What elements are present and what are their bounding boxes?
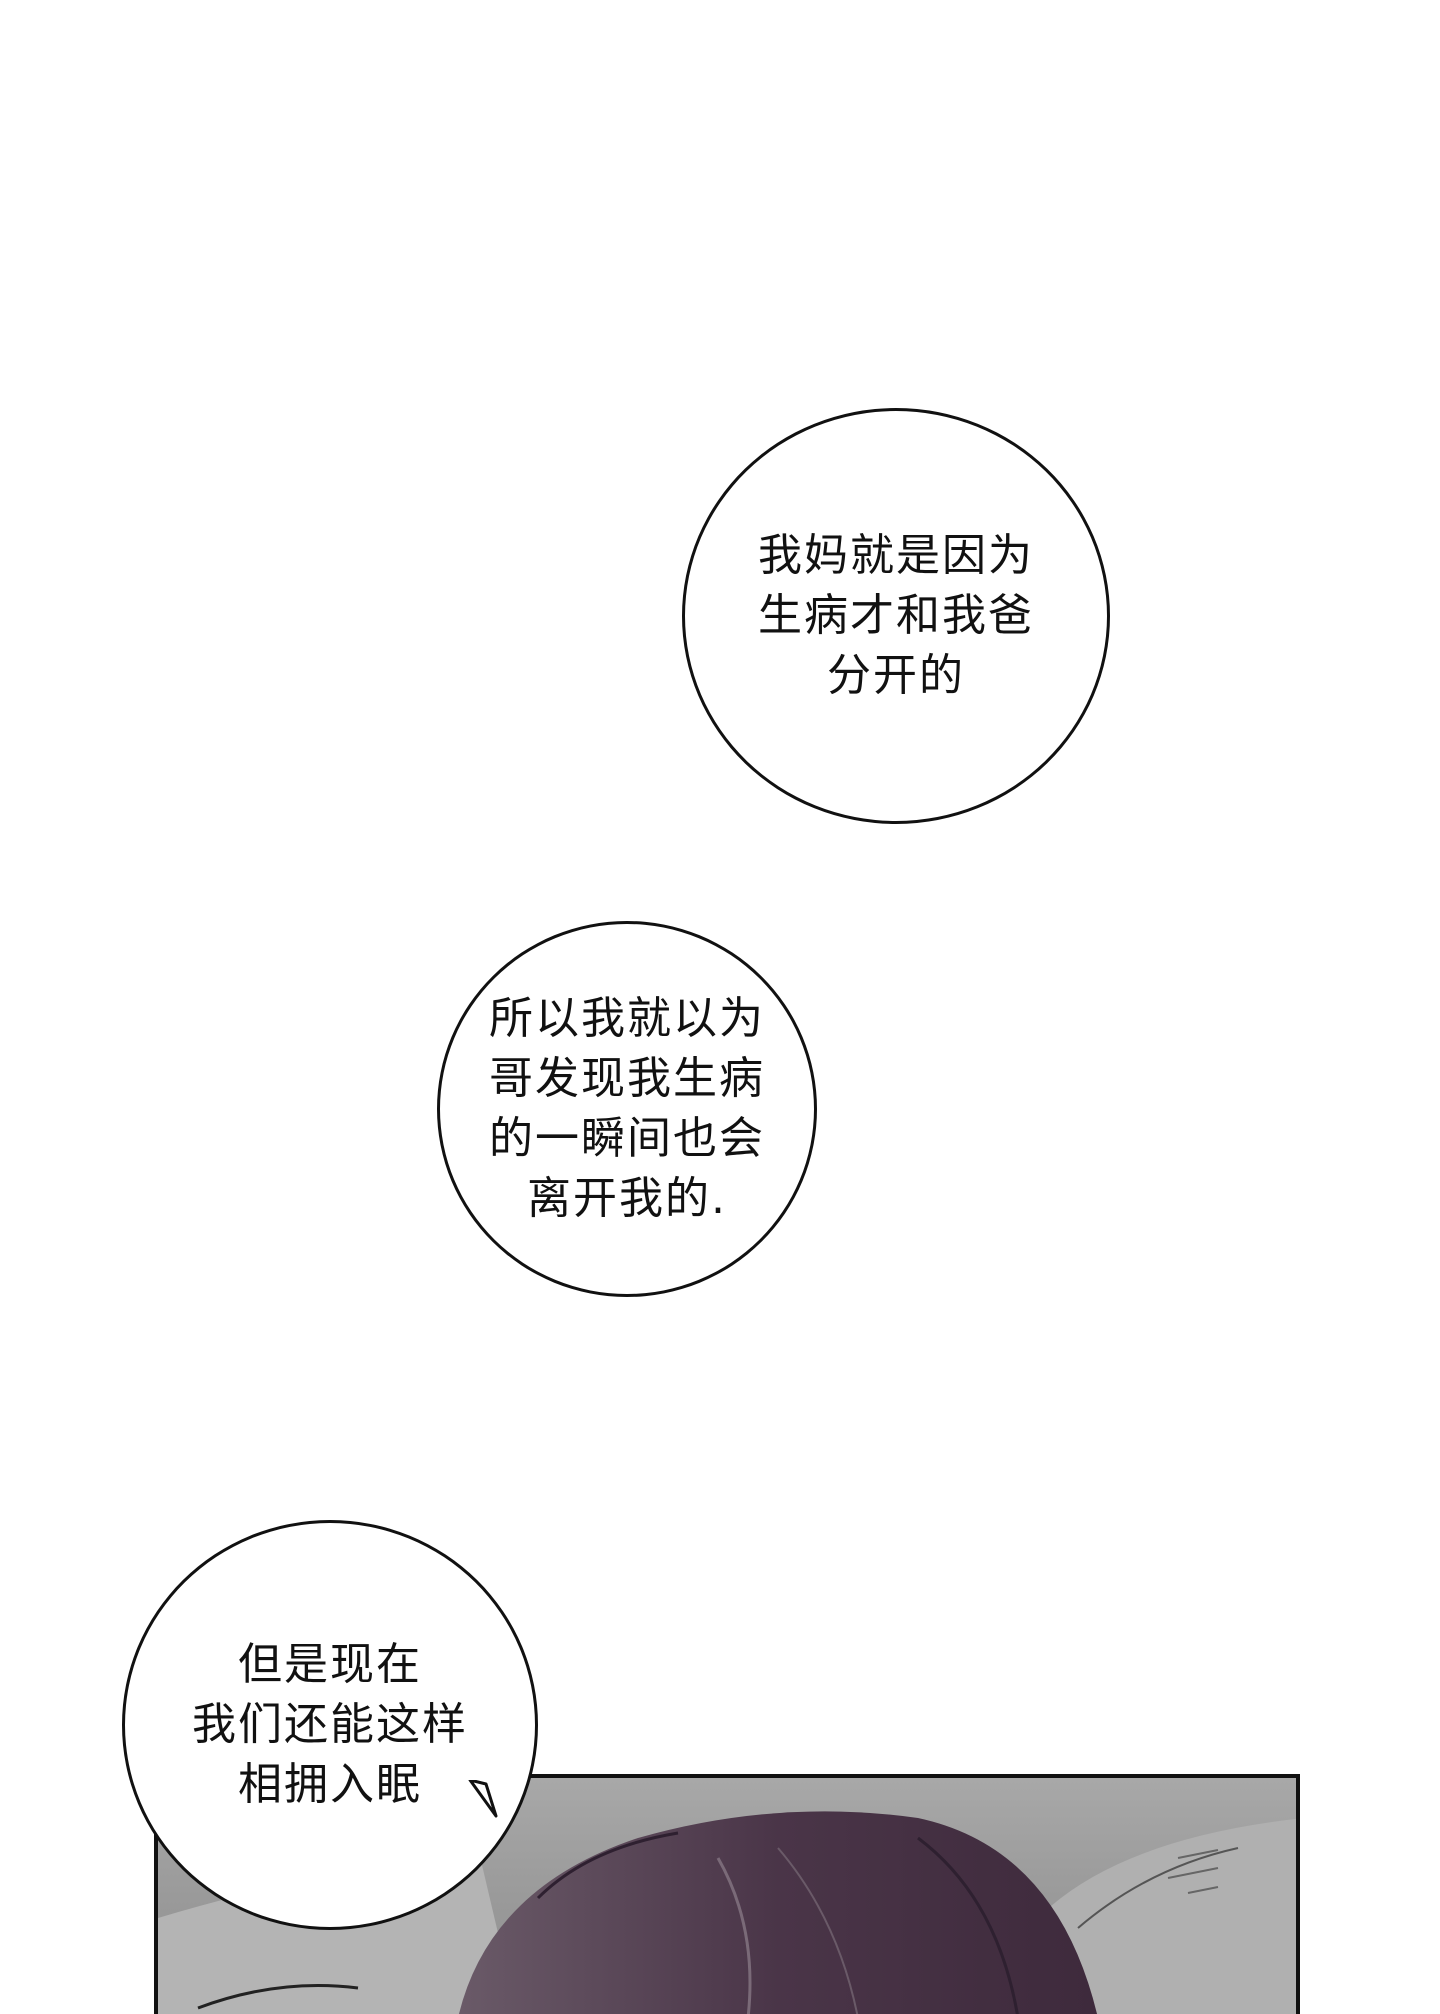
speech-line: 哥发现我生病 [489,1053,765,1104]
speech-line: 生病才和我爸 [758,590,1034,641]
speech-bubble-1-text: 我妈就是因为 生病才和我爸 分开的 [758,526,1034,706]
speech-bubble-3-text: 但是现在 我们还能这样 相拥入眠 [192,1635,468,1815]
bedding-shape [1038,1818,1296,2014]
hair-shape [459,1811,1097,2014]
hair-strand [917,1836,1019,2014]
speech-line: 我们还能这样 [192,1699,468,1750]
speech-bubble-3: 但是现在 我们还能这样 相拥入眠 [122,1520,538,1930]
speech-line: 离开我的. [527,1173,727,1224]
speech-bubble-1: 我妈就是因为 生病才和我爸 分开的 [682,408,1110,824]
bedding-hatch [1167,1849,1219,1894]
speech-bubble-2-text: 所以我就以为 哥发现我生病 的一瞬间也会 离开我的. [489,989,765,1229]
hair-strand [716,1857,752,2014]
speech-line: 但是现在 [238,1639,422,1690]
speech-line: 相拥入眠 [238,1759,422,1810]
hair-strand [777,1847,859,2014]
speech-line: 的一瞬间也会 [489,1113,765,1164]
speech-line: 所以我就以为 [489,993,765,1044]
hair-strand [536,1831,679,1900]
bedding-line [1077,1847,1239,1929]
speech-bubble-2: 所以我就以为 哥发现我生病 的一瞬间也会 离开我的. [437,921,817,1297]
speech-line: 分开的 [827,650,965,701]
speech-bubble-3-tail [468,1780,498,1818]
speech-line: 我妈就是因为 [758,530,1034,581]
